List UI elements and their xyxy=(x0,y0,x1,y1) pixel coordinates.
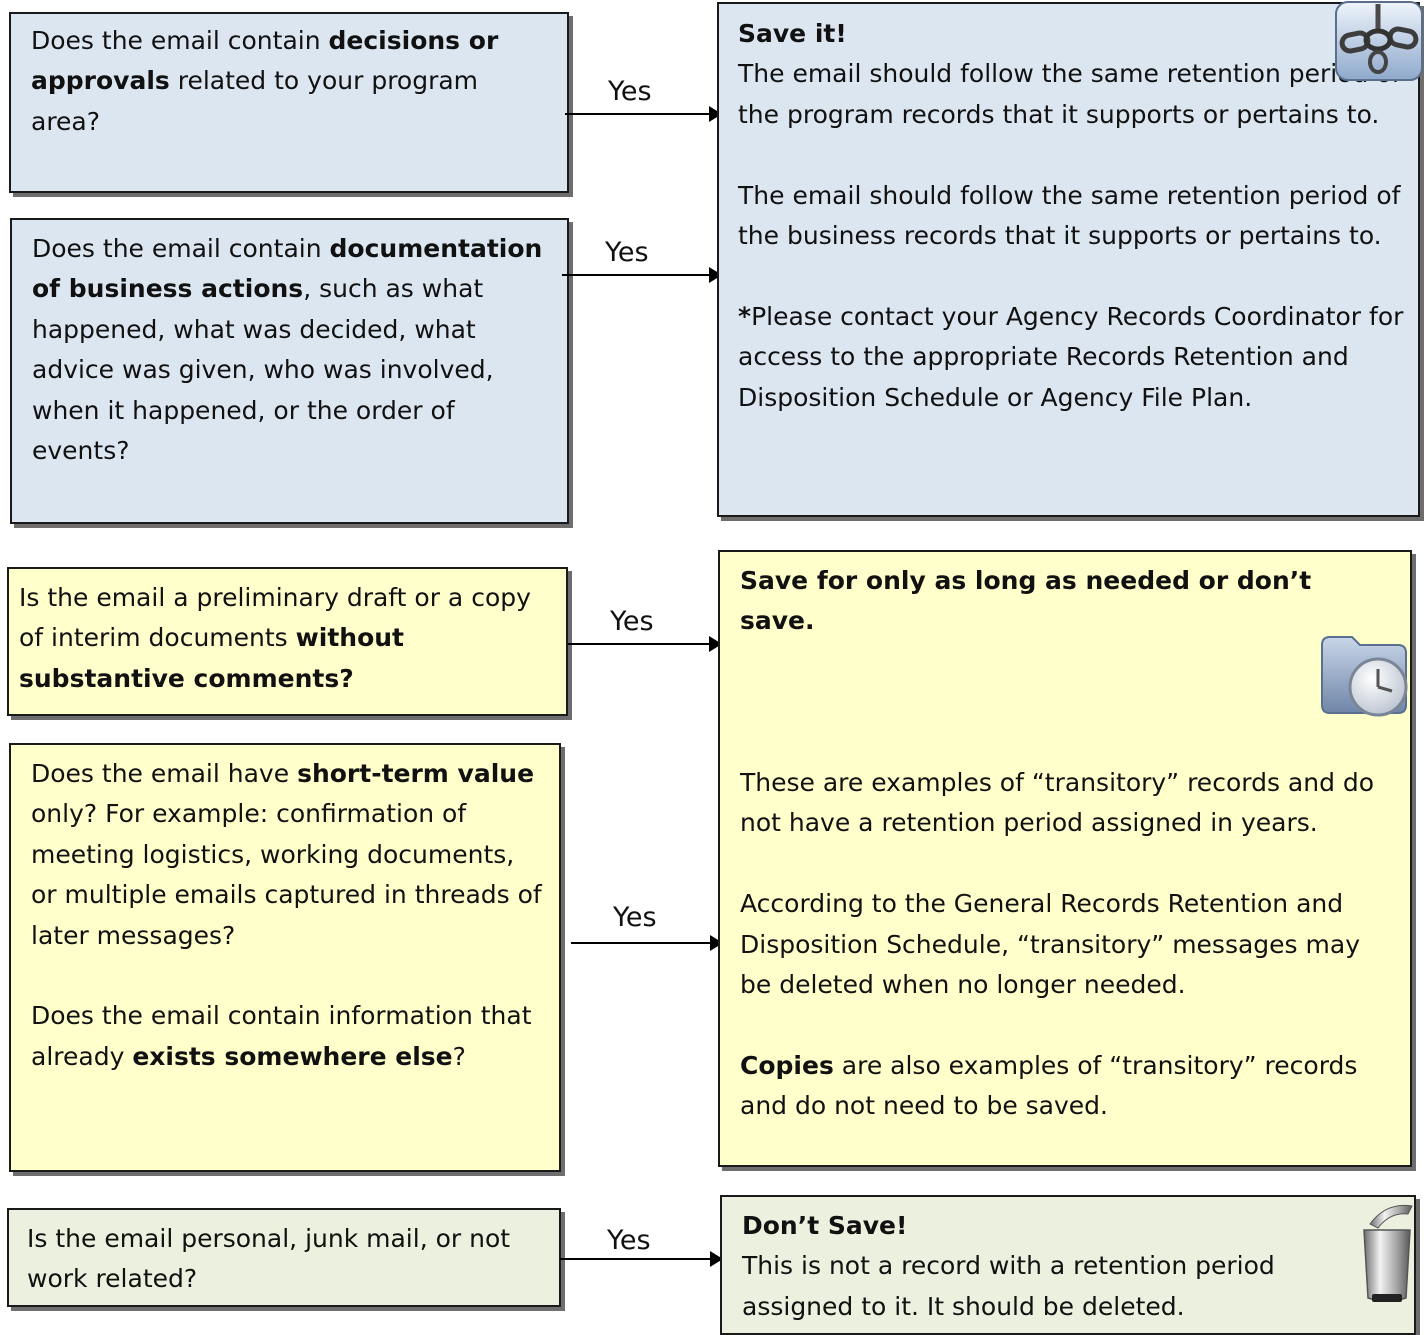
yes-label-5: Yes xyxy=(607,1225,651,1256)
chain-icon xyxy=(1335,1,1423,81)
question-personal-box: Is the email personal, junk mail, or not… xyxy=(7,1208,561,1307)
trash-can-icon xyxy=(1363,1204,1413,1302)
answer-save-it-box: Save it! The email should follow the sam… xyxy=(717,2,1420,517)
answer-transitory-title: Save for only as long as needed or don’t… xyxy=(740,566,1312,636)
question-personal-text: Is the email personal, junk mail, or not… xyxy=(27,1224,511,1294)
answer-dont-save-box: Don’t Save! This is not a record with a … xyxy=(720,1195,1416,1335)
answer-dont-save-text: This is not a record with a retention pe… xyxy=(742,1251,1275,1321)
answer-dont-save-title: Don’t Save! xyxy=(742,1211,908,1240)
question-draft-text: Is the email a preliminary draft or a co… xyxy=(19,583,531,693)
arrow-2 xyxy=(562,267,722,283)
answer-save-it-title: Save it! xyxy=(738,19,847,48)
question-decisions-box: Does the email contain decisions or appr… xyxy=(9,12,569,193)
answer-save-it-contact-text: *Please contact your Agency Records Coor… xyxy=(738,301,1404,412)
arrow-5 xyxy=(560,1251,723,1267)
answer-transitory-copies-text: Copies are also examples of “transitory”… xyxy=(740,1050,1358,1121)
answer-transitory-examples-text: These are examples of “transitory” recor… xyxy=(740,767,1375,838)
answer-save-it-business-text: The email should follow the same retenti… xyxy=(738,180,1401,251)
arrow-1 xyxy=(565,106,722,122)
yes-label-4: Yes xyxy=(613,902,657,933)
yes-label-2: Yes xyxy=(605,237,649,268)
question-decisions-text: Does the email contain decisions or appr… xyxy=(31,26,499,136)
question-documentation-box: Does the email contain documentation of … xyxy=(10,218,569,524)
question-short-term-box: Does the email have short-term value onl… xyxy=(9,743,561,1172)
question-short-term-text: Does the email have short-term value onl… xyxy=(31,759,542,950)
question-exists-elsewhere-text: Does the email contain information that … xyxy=(31,1001,532,1071)
yes-label-1: Yes xyxy=(608,76,652,107)
answer-save-it-program-text: The email should follow the same retenti… xyxy=(738,59,1401,129)
folder-clock-icon xyxy=(1321,636,1408,717)
question-draft-box: Is the email a preliminary draft or a co… xyxy=(7,567,568,716)
arrow-4 xyxy=(571,935,723,951)
yes-label-3: Yes xyxy=(610,606,654,637)
question-documentation-text: Does the email contain documentation of … xyxy=(32,234,543,466)
answer-transitory-box: Save for only as long as needed or don’t… xyxy=(718,550,1412,1167)
answer-transitory-schedule-text: According to the General Records Retenti… xyxy=(740,889,1360,999)
arrow-3 xyxy=(568,636,722,652)
